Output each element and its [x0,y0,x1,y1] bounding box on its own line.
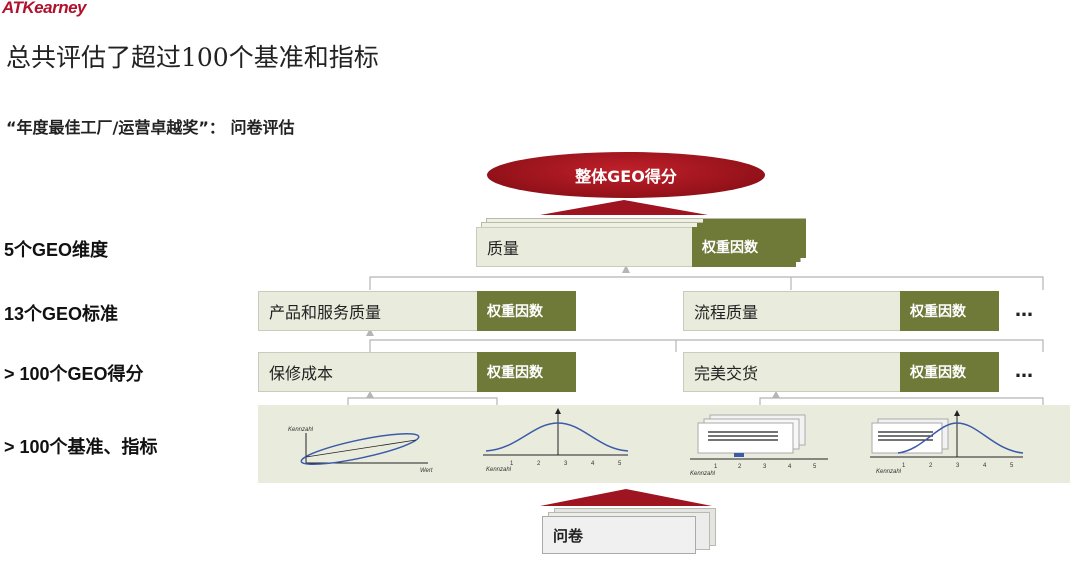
score-label: 完美交货 [694,364,759,383]
questionnaire-label: 问卷 [553,526,584,545]
mini-tick: 3 [956,463,960,469]
hysteresis-chart: Kennzahl Wert [288,427,433,474]
standard-label: 流程质量 [694,303,759,322]
bracket-score-left [347,397,498,408]
top-arrow-triangle [540,200,708,215]
bracket-score-right [759,397,1044,408]
mini-tick: 2 [537,461,541,467]
mini-axis-x-label: Kennzahl [486,467,512,473]
mini-tick: 2 [929,463,933,469]
more-ellipsis: … [1015,361,1033,382]
more-ellipsis: … [1015,300,1033,321]
mini-tick: 4 [788,464,792,470]
questionnaire-box: 问卷 [542,516,696,554]
dimension-label: 质量 [487,239,520,258]
row-label-standards: 13个GEO标准 [4,304,119,324]
mini-tick: 4 [591,461,595,467]
standard-label: 产品和服务质量 [269,303,382,322]
mini-axis-x-label: Kennzahl [876,469,902,475]
mini-axis-y-label: Kennzahl [288,427,314,433]
bracket-standard [369,339,1044,352]
mini-tick: 1 [902,463,906,469]
page-title: 总共评估了超过100个基准和指标 [6,43,379,72]
mini-tick: 3 [763,464,767,470]
mini-tick: 5 [813,464,817,470]
mini-tick: 2 [738,464,742,470]
benchmark-mini-charts: Kennzahl Wert Kennzahl 1 2 3 4 5 Kennzah… [288,408,1024,477]
mini-tick: 1 [714,464,718,470]
score-weight-factor: 权重因数 [900,352,999,392]
score-label: 保修成本 [269,364,334,383]
page-subtitle: “年度最佳工厂/运营卓越奖”： 问卷评估 [6,118,295,137]
bell-curve-chart-1: Kennzahl 1 2 3 4 5 [483,408,629,473]
row-label-scores: > 100个GEO得分 [4,364,144,384]
bell-curve-chart-2: Kennzahl 1 2 3 4 5 [870,410,1024,475]
document-chart: Kennzahl 1 2 3 4 5 [690,414,828,477]
mini-tick: 4 [983,463,987,469]
mini-tick: 3 [564,461,568,467]
company-logo: ATKearney [2,0,87,17]
dimension-weight-factor: 权重因数 [692,227,796,267]
bottom-arrow-triangle [540,489,712,506]
row-label-dimensions: 5个GEO维度 [4,240,109,260]
standard-weight-factor: 权重因数 [900,291,999,331]
mini-tick: 5 [1010,463,1014,469]
mini-axis-x-label: Wert [420,468,433,474]
mini-tick: 1 [510,461,514,467]
standard-weight-factor: 权重因数 [477,291,576,331]
overall-score-ellipse: 整体GEO得分 [487,152,765,198]
mini-tick: 5 [618,461,622,467]
mini-axis-x-label: Kennzahl [690,471,716,477]
bracket-dimension [369,276,1044,290]
score-weight-factor: 权重因数 [477,352,576,392]
row-label-benchmarks: > 100个基准、指标 [4,437,158,457]
